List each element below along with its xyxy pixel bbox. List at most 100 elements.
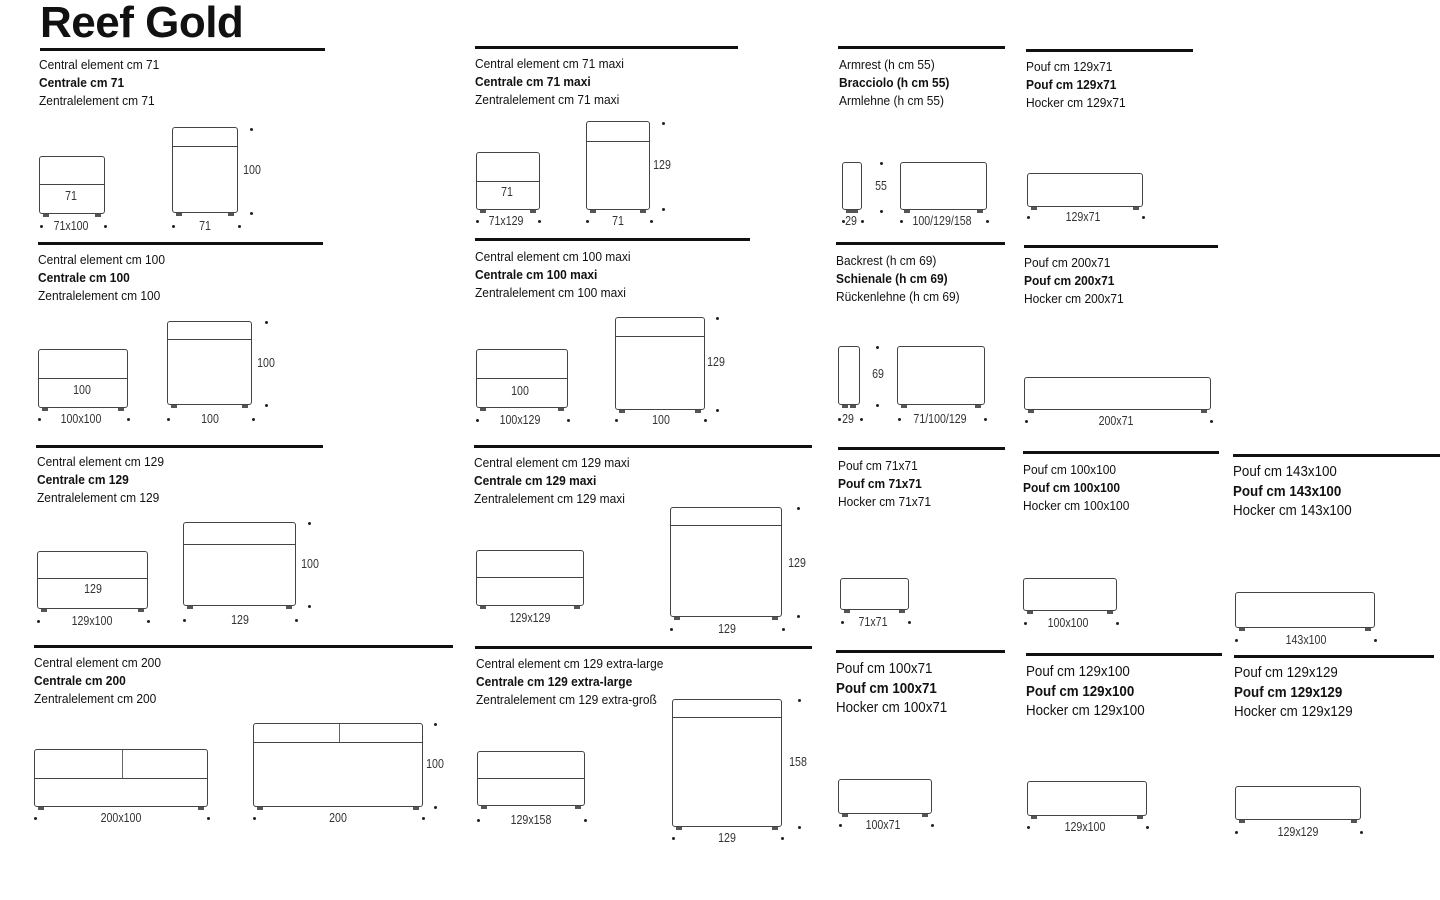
module-drawing [39,156,105,217]
name-english: Central element cm 129 [37,454,164,469]
foot [975,405,981,408]
module-drawing [838,346,860,408]
dimension-label: 129x100 [1064,820,1106,834]
dimension-dot [476,419,479,422]
name-italian: Centrale cm 71 maxi [475,74,591,89]
dimension-label: 129x71 [1065,210,1101,224]
name-italian: Pouf cm 200x71 [1024,273,1115,288]
foot [842,814,848,817]
dimension-label: 100 [257,356,275,370]
foot [922,814,928,817]
dimension-label: 100/129/158 [912,214,972,228]
foot [1107,611,1113,614]
module-drawing [1024,377,1211,413]
foot [844,610,850,613]
dimension-dot [172,225,175,228]
module-drawing [1235,786,1361,823]
foot [198,807,204,810]
section-heading: Armrest (h cm 55)Bracciolo (h cm 55)Arml… [839,56,949,110]
dimension-dot [670,628,673,631]
dimension-dot [898,418,901,421]
name-english: Pouf cm 100x71 [836,661,933,677]
foot [1351,820,1357,823]
foot [574,606,580,609]
name-english: Pouf cm 200x71 [1024,255,1111,270]
dimension-label: 100 [301,557,319,571]
name-german: Hocker cm 71x71 [838,494,932,509]
dimension-label: 129x129 [509,611,551,625]
foot [38,807,44,810]
foot [187,606,193,609]
foot [95,214,101,217]
backrest-line [173,146,237,147]
dimension-label: 129 [231,613,249,627]
module-drawing [253,723,423,810]
dimension-label: 100 [652,413,670,427]
dimension-label: 100 [426,757,444,771]
dimension-dot [34,817,37,820]
foot [1027,611,1033,614]
dimension-dot [672,837,675,840]
dimension-dot [1027,826,1030,829]
dimension-dot [476,220,479,223]
foot [480,408,486,411]
dimension-dot [183,619,186,622]
name-german: Hocker cm 129x100 [1026,703,1145,719]
dimension-dot [615,419,618,422]
module-drawing [586,121,650,213]
section-divider [1026,653,1222,656]
backrest-line [587,141,649,142]
section-divider [34,645,453,648]
module-drawing [476,152,540,213]
name-english: Central element cm 200 [34,655,161,670]
dimension-label: 71 [501,185,513,199]
dimension-dot [704,419,707,422]
dimension-dot [1235,831,1238,834]
foot [575,806,581,809]
dimension-dot [308,522,311,525]
section-divider [474,445,812,448]
dimension-label: 100 [511,384,529,398]
foot [481,806,487,809]
name-english: Central element cm 129 maxi [474,455,630,470]
name-italian: Schienale (h cm 69) [836,271,948,286]
module-drawing [34,749,208,810]
name-german: Zentralelement cm 129 [37,490,160,505]
dimension-dot [798,826,801,829]
foot [480,210,486,213]
seat-split [122,750,123,778]
dimension-dot [880,210,883,213]
dimension-dot [1116,622,1119,625]
dimension-dot [716,317,719,320]
foot [242,405,248,408]
name-english: Backrest (h cm 69) [836,253,937,268]
dimension-label: 100x129 [499,413,541,427]
dimension-dot [1027,216,1030,219]
foot [42,408,48,411]
foot [530,210,536,213]
name-italian: Centrale cm 100 maxi [475,267,598,282]
foot [41,609,47,612]
name-german: Zentralelement cm 129 extra-groß [476,692,657,707]
module-drawing [38,349,128,411]
foot [286,606,292,609]
name-english: Central element cm 71 [39,57,160,72]
foot [842,405,848,408]
dimension-dot [265,321,268,324]
name-german: Hocker cm 129x71 [1026,95,1126,110]
name-german: Hocker cm 143x100 [1233,503,1352,519]
dimension-label: 129 [84,582,102,596]
dimension-dot [662,208,665,211]
module-drawing [477,751,585,809]
section-divider [836,242,1005,245]
module-drawing [1235,592,1375,631]
section-divider [475,646,812,649]
dimension-dot [839,824,842,827]
foot [138,609,144,612]
dimension-label: 71 [65,189,77,203]
